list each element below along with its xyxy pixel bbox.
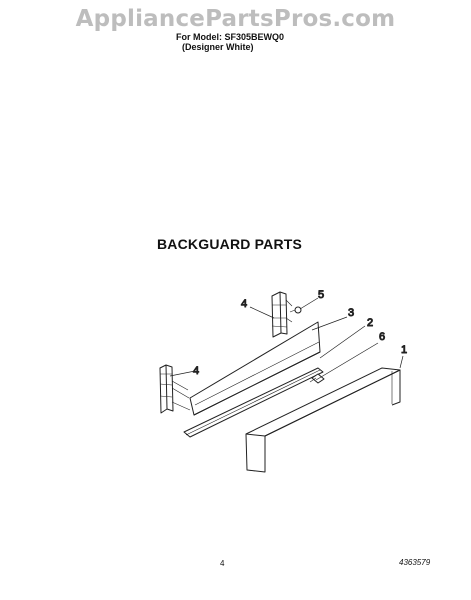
callout-3: 3 — [348, 307, 354, 319]
part-4-left-bracket — [159, 364, 191, 414]
callout-1: 1 — [401, 344, 407, 356]
callout-2: 2 — [367, 317, 373, 329]
model-number: For Model: SF305BEWQ0 — [176, 32, 285, 42]
part-1-backguard — [245, 367, 401, 473]
leader-lines — [169, 297, 404, 381]
document-code: 4363579 — [399, 558, 431, 567]
callout-4-upper: 4 — [241, 298, 247, 310]
part-3-backguard-panel — [189, 321, 321, 416]
model-info: For Model: SF305BEWQ0 (Designer White) — [176, 32, 284, 52]
part-2-trim-strip — [183, 367, 324, 438]
part-5-screw — [289, 306, 302, 314]
callout-5: 5 — [318, 289, 324, 301]
watermark-logo: AppliancePartsPros.com — [75, 6, 396, 32]
page-number: 4 — [220, 559, 225, 568]
callout-6: 6 — [379, 331, 385, 343]
callout-4-lower: 4 — [193, 365, 199, 377]
part-4-right-bracket — [271, 291, 293, 338]
section-title: BACKGUARD PARTS — [157, 236, 303, 252]
model-color: (Designer White) — [182, 42, 254, 52]
